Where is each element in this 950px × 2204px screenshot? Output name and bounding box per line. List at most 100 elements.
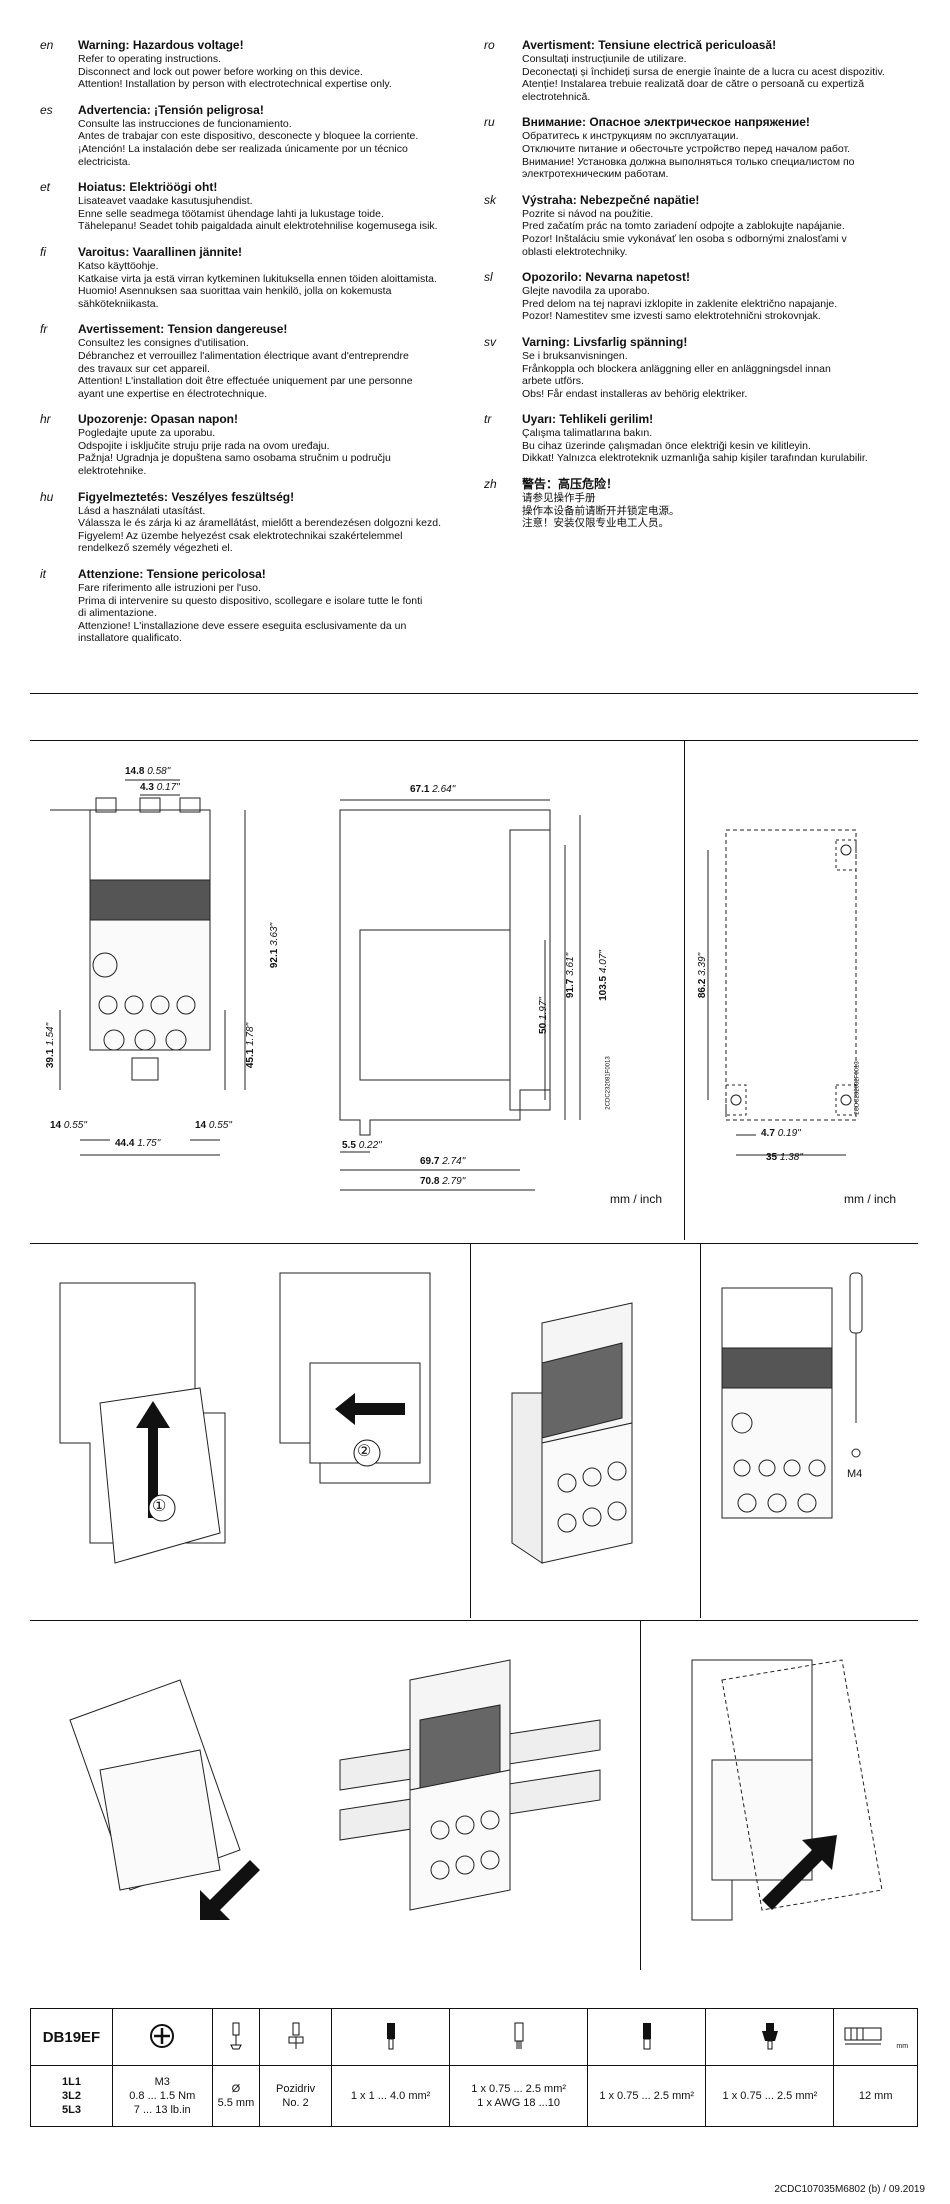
language-code: zh — [484, 477, 497, 492]
mounting-tilt-illustration — [691, 1659, 883, 1921]
warning-title: Advertencia: ¡Tensión peligrosa! — [78, 102, 264, 117]
language-code: en — [40, 38, 54, 52]
flexible-wire-icon — [514, 2022, 524, 2049]
dim-value: 4.7 — [761, 1128, 775, 1139]
language-code: et — [40, 180, 51, 195]
warning-body: Lisateavet vaadake kasutusjuhendist. Enn… — [78, 195, 438, 233]
dim-side-b1: 5.5 0.22" — [342, 1140, 382, 1151]
warning-hu: hu Figyelmeztetés: Veszélyes feszültség!… — [40, 490, 480, 555]
warning-ru: ru Внимание: Опасное электрическое напря… — [484, 115, 924, 180]
warnings-left-column: en Warning: Hazardous voltage! Refer to … — [40, 38, 480, 657]
solid-wire-value: 1 x 1 ... 4.0 mm² — [330, 2065, 451, 2127]
back-drawing-code: 2CDC232082F0013 — [854, 1061, 861, 1115]
dim-value: 70.8 — [420, 1176, 440, 1187]
language-code: ru — [484, 115, 495, 130]
unit-label: mm / inch — [844, 1192, 897, 1206]
warning-title: Avertisment: Tensiune electrică periculo… — [522, 38, 777, 52]
warning-title: Figyelmeztetés: Veszélyes feszültség! — [78, 489, 295, 504]
device-isometric-view — [472, 1243, 698, 1618]
dim-value: 91.7 — [565, 978, 577, 999]
torque-nm: 0.8 ... 1.5 Nm — [129, 2090, 196, 2102]
device-front-with-screwdriver: M4 — [702, 1243, 918, 1618]
warnings-right-column: ro Avertisment: Tensiune electrică peric… — [484, 38, 924, 542]
warning-body: Lásd a használati utasítást. Válassza le… — [78, 504, 442, 555]
ferrule-wire-icon-cell — [586, 2008, 707, 2066]
screwdriver-size: 5.5 mm — [217, 2097, 255, 2109]
screwdriver-values: Ø 5.5 mm — [211, 2065, 261, 2127]
dim-side-h3: 103.5 4.07" — [598, 950, 609, 1001]
dim-inch: 1.78" — [245, 1022, 257, 1046]
dim-inch: 3.63" — [269, 922, 281, 946]
pozidriv-icon-cell — [259, 2008, 332, 2066]
warning-title: Varning: Livsfarlig spänning! — [522, 334, 688, 349]
document-code: 2CDC107035M6802 (b) / 09.2019 — [774, 2184, 925, 2195]
warning-body: Consulte las instrucciones de funcionami… — [78, 117, 419, 168]
insulated-ferrule-icon-cell — [705, 2008, 835, 2066]
warning-body: Обратитесь к инструкциям по эксплуатации… — [522, 130, 855, 181]
solid-wire-icon-cell — [330, 2008, 451, 2066]
dim-front-w-l: 14 0.55" — [50, 1120, 87, 1131]
dim-inch: 3.61" — [565, 952, 577, 976]
warning-hr: hr Upozorenje: Opasan napon! Pogledajte … — [40, 412, 480, 477]
dim-inch: 4.07" — [597, 950, 609, 974]
dim-side-b3: 70.8 2.79" — [420, 1176, 465, 1187]
removal-top-rule — [30, 1620, 918, 1621]
pozidriv-values: Pozidriv No. 2 — [259, 2065, 332, 2127]
back-view-drawing: 86.2 3.39" 4.7 0.19" 35 1.38" 2CDC232082… — [686, 740, 918, 1240]
steps-top-rule — [30, 1243, 918, 1244]
warning-title: Attenzione: Tensione pericolosa! — [78, 567, 266, 582]
pozidriv-size: No. 2 — [282, 2097, 309, 2109]
strip-length-icon-cell: mm — [833, 2008, 918, 2066]
dim-inch: 0.19" — [777, 1128, 801, 1139]
torque-icon — [150, 2023, 175, 2048]
warning-title: Uyarı: Tehlikeli gerilim! — [522, 412, 654, 427]
warning-body: Consultez les consignes d'utilisation. D… — [78, 337, 413, 400]
pozidriv-icon — [288, 2022, 304, 2049]
terminal-labels: 1L1 3L2 5L3 — [30, 2065, 113, 2127]
warning-fr: fr Avertissement: Tension dangereuse! Co… — [40, 322, 480, 400]
screw-size: M3 — [154, 2076, 170, 2088]
side-view-drawing: 67.1 2.64" 50 1.97" 91.7 3.61" 103.5 4.0… — [320, 740, 680, 1240]
warning-title: Hoiatus: Elektriöögi oht! — [78, 180, 218, 195]
language-code: sl — [484, 270, 493, 285]
dim-inch: 0.55" — [63, 1120, 87, 1131]
front-view-drawing: 14.8 0.58" 4.3 0.17" 92.1 3.63" 45.1 1.7… — [30, 740, 320, 1240]
warning-zh: zh 警告：高压危险！ 请参见操作手册 操作本设备前请断开并锁定电源。 注意！安… — [484, 477, 924, 530]
warning-et: et Hoiatus: Elektriöögi oht! Lisateavet … — [40, 180, 480, 233]
device-isometric-illustration — [511, 1302, 633, 1564]
language-code: fi — [40, 244, 46, 259]
dim-back-h: 86.2 3.39" — [697, 953, 708, 998]
warning-body: Glejte navodila za uporabo. Pred delom n… — [522, 285, 838, 323]
warning-body: Se i bruksanvisningen. Frånkoppla och bl… — [522, 349, 831, 400]
drawings-top-rule — [30, 740, 918, 741]
strip-length-icon — [844, 2027, 882, 2044]
warning-fi: fi Varoitus: Vaarallinen jännite! Katso … — [40, 245, 480, 310]
flexible-wire-icon-cell — [449, 2008, 588, 2066]
language-code: it — [40, 567, 46, 582]
din-rail-mounted-view — [320, 1620, 620, 1970]
dim-inch: 0.22" — [358, 1140, 382, 1151]
dim-inch: 1.97" — [537, 997, 549, 1021]
side-drawing-code: 2CDC232081F0013 — [605, 1056, 612, 1110]
dim-front-h-low: 45.1 1.78" — [245, 1023, 256, 1068]
dim-inch: 2.74" — [442, 1156, 466, 1167]
dim-value: 69.7 — [420, 1156, 440, 1167]
dim-side-h1: 50 1.97" — [538, 997, 549, 1034]
warning-title: 警告：高压危险！ — [522, 477, 619, 492]
side-view-outline — [339, 799, 581, 1191]
ferrule-wire-value: 1 x 0.75 ... 2.5 mm² — [586, 2065, 707, 2127]
torque-lbin: 7 ... 13 lb.in — [133, 2104, 191, 2116]
warning-body: Fare riferimento alle istruzioni per l'u… — [78, 582, 423, 645]
ferrule-wire-icon — [642, 2022, 651, 2049]
language-code: ro — [484, 38, 495, 52]
front-view-outline — [50, 779, 246, 1156]
tilt-removal-view — [30, 1620, 330, 1970]
step-2-label: ② — [357, 1443, 372, 1460]
dim-value: 50 — [537, 1022, 549, 1034]
dim-value: 35 — [766, 1152, 778, 1163]
device-front-illustration — [721, 1272, 863, 1519]
warning-title: Výstraha: Nebezpečné napätie! — [522, 192, 700, 207]
warning-body: Katso käyttöohje. Katkaise virta ja estä… — [78, 259, 437, 310]
insulated-ferrule-icon — [761, 2022, 778, 2049]
dim-value: 5.5 — [342, 1140, 356, 1151]
